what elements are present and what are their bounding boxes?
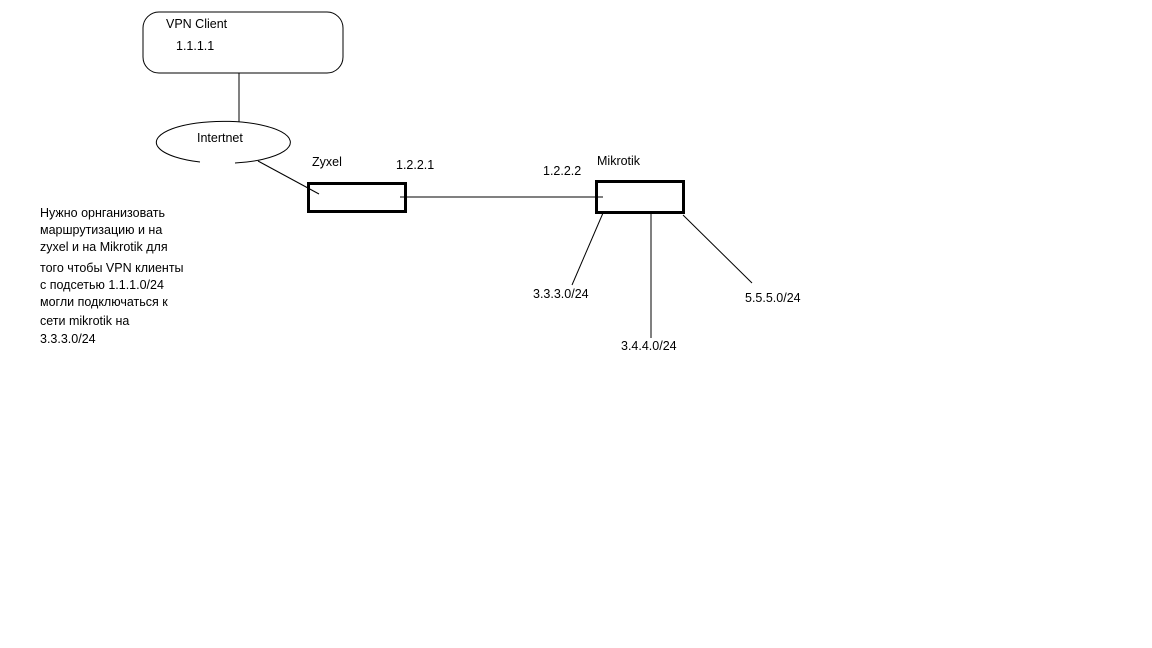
internet-node: Intertnet <box>155 120 291 164</box>
zyxel-ip: 1.2.2.1 <box>396 158 434 172</box>
internet-label: Intertnet <box>197 131 243 145</box>
subnet-label: 5.5.5.0/24 <box>745 291 801 305</box>
vpn-client-box <box>142 11 344 74</box>
vpn-client-label: VPN Client <box>166 17 228 31</box>
note-line: маршрутизацию и на <box>40 223 162 237</box>
zyxel-box <box>307 182 407 213</box>
zyxel-label: Zyxel <box>312 155 342 169</box>
vpn-client-ip: 1.1.1.1 <box>176 39 214 53</box>
note-line: того чтобы VPN клиенты <box>40 261 184 275</box>
note-line: могли подключаться к <box>40 295 168 309</box>
task-note: Нужно орнганизовать маршрутизацию и на z… <box>40 206 184 346</box>
link-subnet-3 <box>682 214 753 284</box>
subnet-label: 3.4.4.0/24 <box>621 339 677 353</box>
mikrotik-label: Mikrotik <box>597 154 641 168</box>
zyxel-node: Zyxel 1.2.2.1 <box>307 155 434 213</box>
mikrotik-node: Mikrotik 1.2.2.2 <box>543 154 685 214</box>
internet-ellipse <box>155 120 291 164</box>
note-line: Нужно орнганизовать <box>40 206 165 220</box>
note-line: 3.3.3.0/24 <box>40 332 96 346</box>
mikrotik-ip: 1.2.2.2 <box>543 164 581 178</box>
subnet-label: 3.3.3.0/24 <box>533 287 589 301</box>
mikrotik-box <box>595 180 685 214</box>
vpn-client-node: VPN Client 1.1.1.1 <box>142 11 344 74</box>
note-line: с подсетью 1.1.1.0/24 <box>40 278 164 292</box>
link-subnet-1 <box>571 212 604 286</box>
note-line: zyxel и на Mikrotik для <box>40 240 168 254</box>
note-line: сети mikrotik на <box>40 314 129 328</box>
